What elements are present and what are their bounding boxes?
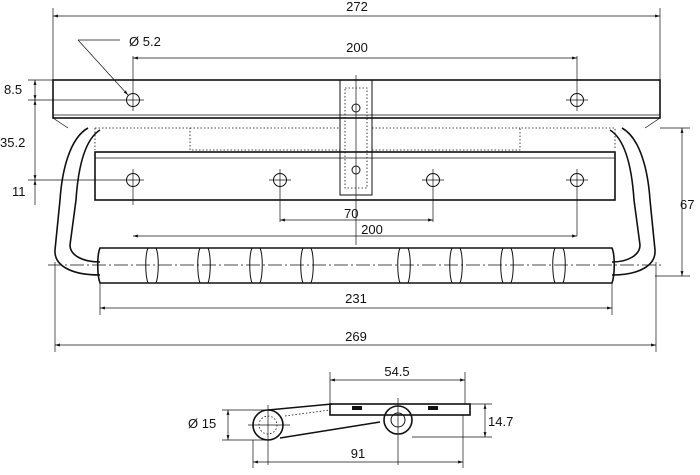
lower-plate bbox=[94, 151, 616, 201]
plate-section bbox=[329, 403, 471, 416]
front-view bbox=[48, 56, 662, 284]
dim-grip-length: 231 bbox=[345, 291, 367, 306]
mounting-holes bbox=[122, 56, 588, 245]
dim-overall-width: 272 bbox=[346, 0, 368, 14]
dim-side-height: 14.7 bbox=[488, 414, 513, 429]
dim-plate-height: 35.2 bbox=[0, 135, 25, 150]
dim-lower-offset: 11 bbox=[12, 184, 26, 199]
arm-section bbox=[267, 403, 381, 439]
dim-grip-diameter: Ø 15 bbox=[188, 416, 216, 431]
dim-top-offset: 8.5 bbox=[4, 82, 22, 97]
dim-side-length: 91 bbox=[351, 446, 365, 461]
dim-top-hole-spacing: 200 bbox=[346, 40, 368, 55]
dim-lower-hole-spacing: 200 bbox=[361, 222, 383, 237]
dim-inner-hole-spacing: 70 bbox=[344, 206, 358, 221]
handle-arm-right bbox=[611, 127, 656, 276]
handle-arm-left bbox=[54, 127, 101, 276]
grip bbox=[48, 247, 662, 284]
dimension-lines bbox=[28, 8, 690, 352]
dim-total-height: 67 bbox=[680, 197, 694, 212]
dimension-labels: 272 Ø 5.2 200 8.5 35.2 11 70 200 67 231 … bbox=[0, 0, 694, 461]
dim-base-width: 269 bbox=[345, 329, 367, 344]
dim-hole-diameter: Ø 5.2 bbox=[129, 34, 161, 49]
hidden-outline bbox=[94, 127, 616, 151]
side-dimension-lines bbox=[222, 372, 492, 468]
dim-side-width: 54.5 bbox=[384, 364, 409, 379]
